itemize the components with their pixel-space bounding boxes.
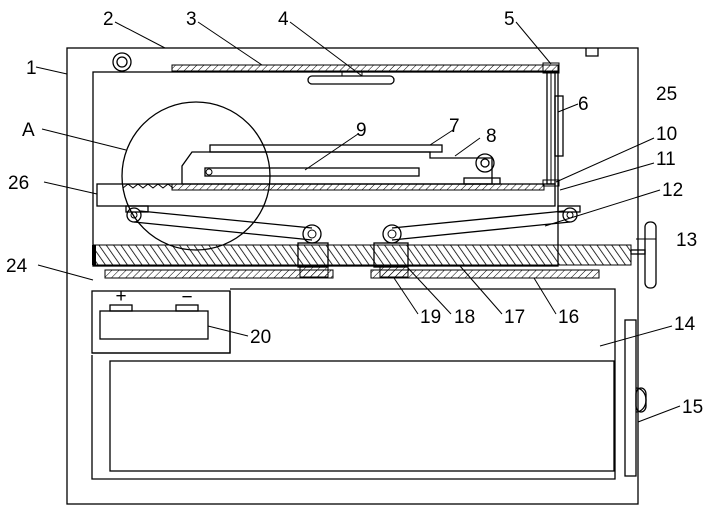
right-arm-lower bbox=[392, 222, 570, 240]
callout-14: 14 bbox=[674, 314, 696, 335]
door-panel bbox=[625, 320, 636, 476]
callout-8: 8 bbox=[486, 126, 497, 147]
callout-15: 15 bbox=[682, 397, 703, 418]
callout-5: 5 bbox=[504, 9, 515, 30]
clamp-slot bbox=[205, 168, 419, 176]
pivot-outer bbox=[476, 154, 494, 172]
callout-6: 6 bbox=[578, 94, 589, 115]
callout-2: 2 bbox=[103, 9, 114, 30]
callout-25: 25 bbox=[656, 84, 677, 105]
callout-19: 19 bbox=[420, 307, 441, 328]
left-arm-lower bbox=[134, 222, 312, 240]
hand-wheel bbox=[645, 222, 656, 288]
pivot-base bbox=[464, 178, 500, 184]
callout-4: 4 bbox=[278, 9, 289, 30]
lid-plate bbox=[172, 65, 558, 71]
lead-screw bbox=[93, 245, 631, 265]
callout-11: 11 bbox=[656, 149, 676, 170]
right-guide-rail bbox=[371, 270, 599, 278]
clamp-top-plate bbox=[210, 145, 442, 152]
upper-chamber bbox=[93, 72, 558, 266]
battery-plus-sign: + bbox=[115, 286, 126, 307]
callout-13: 13 bbox=[676, 230, 697, 251]
battery bbox=[100, 311, 208, 339]
callout-3: 3 bbox=[186, 9, 197, 30]
callout-12: 12 bbox=[662, 180, 683, 201]
lid-handle bbox=[308, 76, 394, 84]
pivot-inner bbox=[481, 159, 489, 167]
hinge-outer bbox=[113, 53, 131, 71]
callout-16: 16 bbox=[558, 307, 579, 328]
left-slider-pivot-inner bbox=[308, 230, 316, 238]
divider-line bbox=[92, 291, 230, 353]
lower-compartment bbox=[92, 289, 615, 479]
callout-1: 1 bbox=[26, 58, 37, 79]
callout-24: 24 bbox=[6, 256, 28, 277]
callout-26: 26 bbox=[8, 173, 29, 194]
left-arm-pivot bbox=[127, 208, 141, 222]
left-guide-rail bbox=[105, 270, 333, 278]
battery-box bbox=[92, 291, 230, 353]
callout-9: 9 bbox=[356, 120, 367, 141]
callout-A: A bbox=[22, 120, 35, 141]
right-slider-pivot-inner bbox=[388, 230, 396, 238]
shelf-rail bbox=[172, 184, 544, 190]
callout-18: 18 bbox=[454, 307, 475, 328]
callout-20: 20 bbox=[250, 327, 271, 348]
callout-7: 7 bbox=[449, 116, 460, 137]
guide-block bbox=[555, 96, 563, 156]
screw-end-left bbox=[92, 245, 96, 265]
callout-17: 17 bbox=[504, 307, 525, 328]
callout-10: 10 bbox=[656, 124, 677, 145]
clamp-pin bbox=[206, 169, 212, 175]
hinge-inner bbox=[117, 57, 127, 67]
drawer bbox=[110, 361, 614, 471]
battery-minus-sign: − bbox=[181, 287, 192, 308]
housing-notch bbox=[586, 48, 598, 56]
